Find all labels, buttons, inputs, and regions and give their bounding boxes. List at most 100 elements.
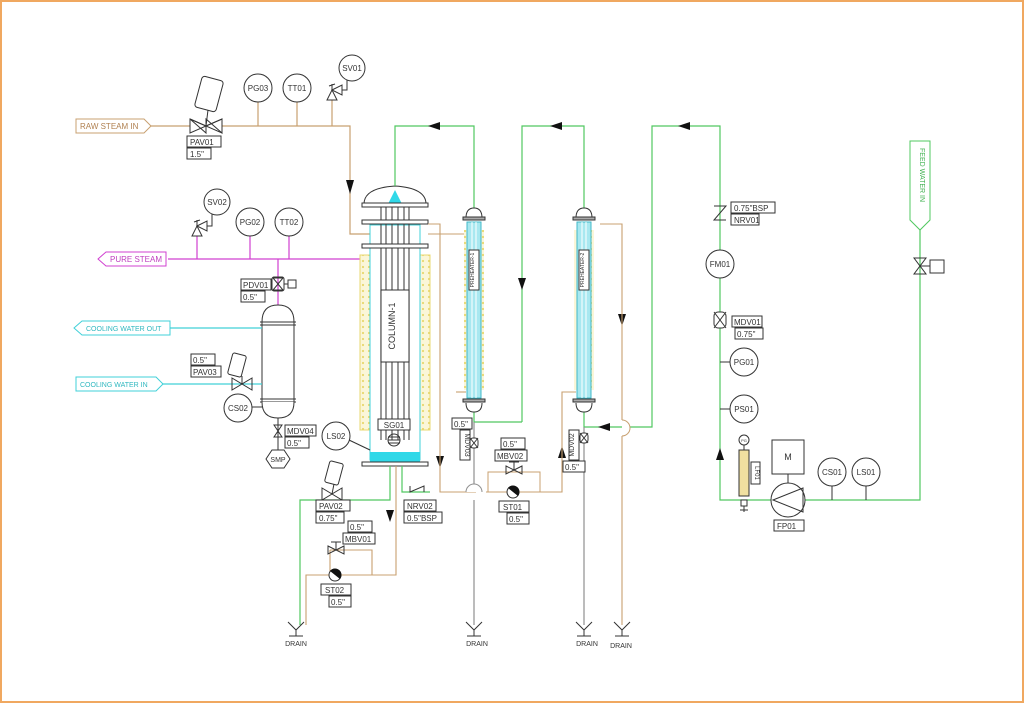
tt01-transmitter[interactable]: TT01 [282, 73, 312, 103]
ps01-switch[interactable]: PS01 [720, 394, 759, 424]
smp-sample-point[interactable]: SMP [265, 449, 291, 469]
nrv02-size: 0.5"BSP [407, 514, 437, 523]
drain-funnel-icon [613, 621, 631, 637]
drain-3: DRAIN [575, 621, 598, 648]
mbv02-size: 0.5" [503, 440, 517, 449]
feed-water-in-tag[interactable]: FEED WATER IN [909, 140, 931, 231]
sample-cooler-vessel[interactable] [260, 304, 296, 419]
safety-valve-icon [191, 219, 208, 237]
pure-steam-label: PURE STEAM [110, 255, 162, 264]
mdv04-size: 0.5" [287, 439, 301, 448]
raw-steam-in-tag[interactable]: RAW STEAM IN [75, 118, 152, 134]
actuator-icon [324, 460, 344, 486]
steam-trap-icon [330, 568, 342, 579]
mdv02-valve[interactable]: MDV02 0.5" [562, 429, 589, 473]
preheater-1-label: PREHEATER-1 [470, 252, 476, 287]
cooling-water-out-tag[interactable]: COOLING WATER OUT [73, 320, 171, 336]
nrv01-check-valve[interactable]: 0.75"BSP NRV01 [712, 201, 776, 226]
st02-steam-trap[interactable]: ST02 0.5" [320, 568, 352, 608]
mdv03-tag: MDV03 [463, 433, 470, 456]
pure-steam-tag[interactable]: PURE STEAM [97, 251, 167, 267]
mdv04-valve[interactable]: MDV04 0.5" [273, 424, 317, 449]
pav01-tag: PAV01 [190, 138, 214, 147]
st02-tag: ST02 [325, 586, 345, 595]
pdv01-tag: PDV01 [243, 281, 269, 290]
steam-generator-coil-icon [387, 433, 401, 447]
preheater-1[interactable]: PREHEATER-1 [462, 207, 486, 413]
pav02-valve[interactable]: PAV02 0.75" [315, 460, 351, 524]
drain-label: DRAIN [285, 641, 307, 648]
fm01-label: FM01 [710, 260, 731, 269]
st01-steam-trap[interactable]: ST01 0.5" [498, 485, 530, 525]
pdv01-size: 0.5" [243, 293, 257, 302]
feed-water-inlet-valve[interactable] [913, 257, 945, 275]
cooling-water-lines [162, 327, 262, 385]
pav01-valve[interactable]: PAV01 1.5" [186, 75, 224, 160]
drain-funnel-icon [287, 621, 305, 637]
st01-size: 0.5" [509, 515, 523, 524]
cs02-sensor[interactable]: CS02 [223, 393, 262, 423]
ps01-label: PS01 [734, 405, 754, 414]
mbv01-tag: MBV01 [345, 535, 372, 544]
st02-size: 0.5" [331, 598, 345, 607]
drain-lines [473, 422, 585, 625]
drain-4: DRAIN [610, 621, 632, 650]
check-valve-icon [712, 205, 728, 221]
mdv03-valve[interactable]: 0.5" MDV03 [451, 417, 479, 461]
mbv01-valve[interactable]: 0.5" MBV01 [327, 520, 376, 555]
pav03-size: 0.5" [193, 356, 207, 365]
mdv02-tag: MDV02 [569, 433, 576, 456]
actuator-icon [194, 75, 224, 113]
preheater-2-label: PREHEATER-2 [580, 252, 586, 287]
ls02-label: LS02 [327, 432, 346, 441]
cooling-water-in-tag[interactable]: COOLING WATER IN [75, 376, 164, 392]
fm01-flowmeter[interactable]: FM01 [705, 249, 735, 279]
drain-label: DRAIN [610, 643, 632, 650]
cs01-sensor[interactable]: CS01 [817, 457, 847, 500]
sv02-label: SV02 [207, 198, 227, 207]
pg02-gauge[interactable]: PG02 [235, 207, 265, 237]
drain-funnel-icon [575, 621, 593, 637]
nrv01-size: 0.75"BSP [734, 204, 768, 213]
pav03-valve[interactable]: 0.5" PAV03 [190, 352, 253, 391]
nrv02-tag: NRV02 [407, 502, 433, 511]
pdv01-valve[interactable]: PDV01 0.5" [240, 276, 297, 303]
lf01-line-filter[interactable]: PG LF01 [738, 434, 761, 512]
lf01-label: LF01 [753, 466, 759, 480]
ls02-level-switch[interactable]: LS02 [321, 421, 371, 451]
fp01-feed-pump[interactable]: M FP01 [770, 439, 806, 532]
sv01-label: SV01 [342, 64, 362, 73]
raw-steam-line [150, 96, 380, 235]
nrv02-check-valve[interactable]: NRV02 0.5"BSP [403, 485, 443, 524]
preheater-2[interactable]: PREHEATER-2 [572, 207, 596, 413]
sv02-safety-valve[interactable]: SV02 [191, 188, 231, 237]
mbv01-size: 0.5" [350, 523, 364, 532]
heating-steam-lines [305, 223, 623, 625]
ls01-level-switch[interactable]: LS01 [851, 457, 881, 500]
motor [771, 439, 805, 475]
pg01-gauge[interactable]: PG01 [720, 347, 759, 377]
fp01-label: FP01 [777, 522, 797, 531]
st01-tag: ST01 [503, 503, 523, 512]
column-1[interactable]: COLUMN-1 SG01 [359, 185, 431, 467]
tt02-transmitter[interactable]: TT02 [274, 207, 304, 237]
mbv02-valve[interactable]: 0.5" MBV02 [487, 437, 541, 492]
cs01-label: CS01 [822, 468, 843, 477]
mdv01-tag: MDV01 [734, 318, 761, 327]
drain-1: DRAIN [285, 621, 307, 648]
safety-valve-icon [326, 83, 343, 101]
line-crossing [465, 483, 483, 493]
motor-label: M [784, 452, 792, 462]
pg03-gauge[interactable]: PG03 [243, 73, 273, 103]
pg-small-label: PG [741, 438, 747, 443]
mdv01-valve[interactable]: MDV01 0.75" [713, 311, 764, 340]
sg01-label: SG01 [384, 421, 405, 430]
check-valve-icon [409, 485, 425, 493]
flow-arrow [346, 180, 354, 194]
sv01-safety-valve[interactable]: SV01 [326, 54, 366, 101]
tt02-label: TT02 [280, 218, 299, 227]
drain-label: DRAIN [466, 641, 488, 648]
pav02-size: 0.75" [319, 514, 338, 523]
